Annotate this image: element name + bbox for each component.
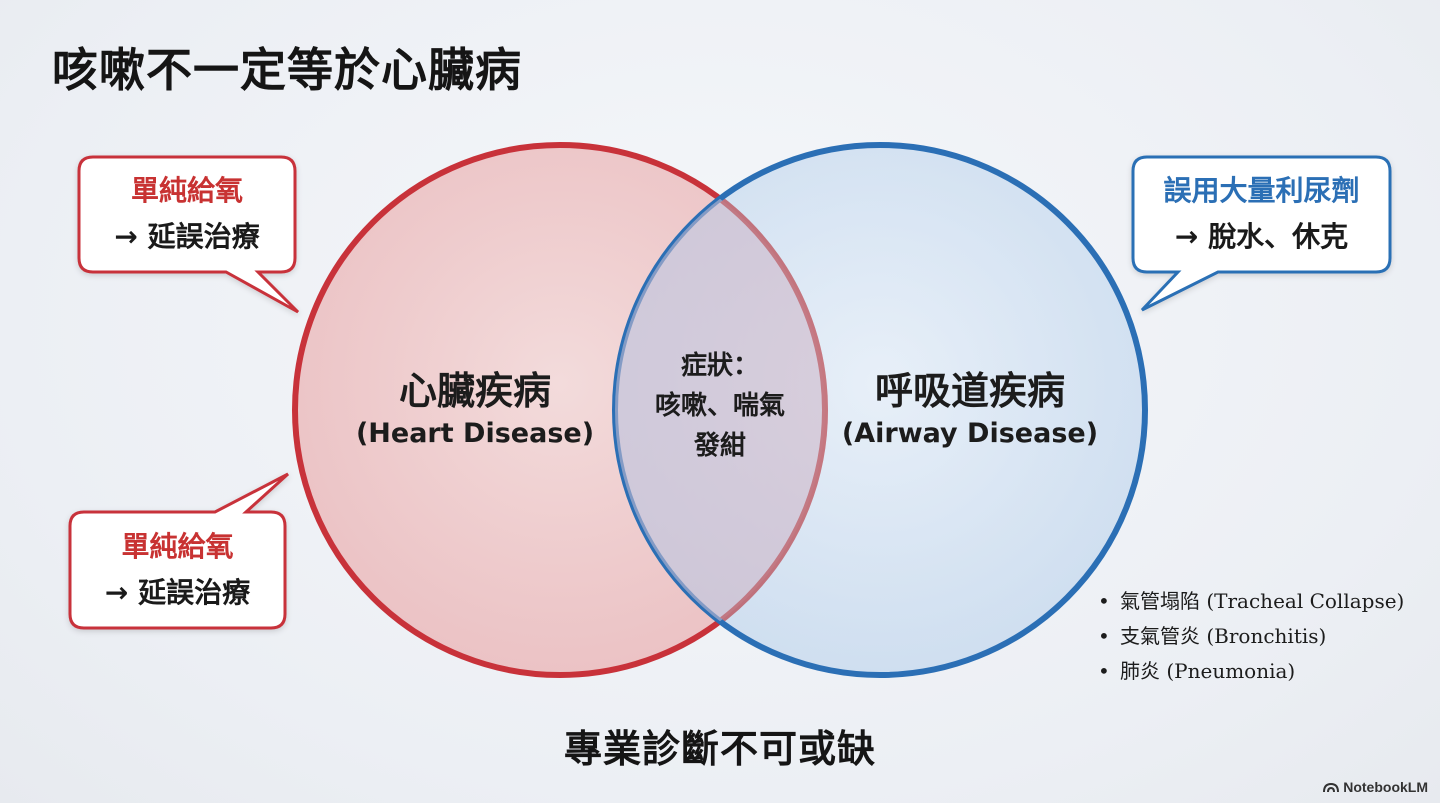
heart-disease-subtitle: (Heart Disease) [355,418,595,449]
callout-top-left: 單純給氧 → 延誤治療 [79,168,295,260]
brand-name: NotebookLM [1343,779,1428,795]
airway-disease-label: 呼吸道疾病 (Airway Disease) [820,368,1120,454]
callout-top-right-bubble [1131,155,1392,312]
callout-top-left-line1: 單純給氧 [130,174,243,207]
airway-disease-subtitle: (Airway Disease) [841,418,1099,449]
overlap-region [615,145,825,675]
callout-top-right-line1: 誤用大量利尿劑 [1163,174,1360,207]
callout-bottom-left-line2: → 延誤治療 [104,576,251,609]
airway-disease-title: 呼吸道疾病 [874,369,1065,413]
bullet-icon: • [1098,659,1110,683]
callout-top-right-line2: → 脫水、休克 [1174,220,1349,253]
overlap-line-3: 發紺 [693,431,746,461]
list-item: •支氣管炎 (Bronchitis) [1098,619,1404,654]
callout-top-right: 誤用大量利尿劑 → 脫水、休克 [1133,168,1390,260]
airway-examples-list: •氣管塌陷 (Tracheal Collapse) •支氣管炎 (Bronchi… [1098,584,1404,689]
bottom-conclusion: 專業診斷不可或缺 [563,727,876,771]
brand-watermark: NotebookLM [1323,779,1428,795]
notebooklm-logo-icon [1323,782,1340,793]
callout-top-left-line2: → 延誤治療 [114,220,260,253]
callout-bottom-left-bubble [68,472,290,630]
overlap-line-2: 咳嗽、喘氣 [654,391,785,421]
bullet-icon: • [1098,624,1110,648]
heart-disease-title: 心臟疾病 [398,369,551,413]
overlap-line-1: 症狀： [680,351,759,381]
heart-disease-label: 心臟疾病 (Heart Disease) [330,368,620,454]
overlap-symptoms: 症狀： 咳嗽、喘氣 發紺 [630,346,810,466]
list-item: •肺炎 (Pneumonia) [1098,654,1404,689]
bullet-icon: • [1098,589,1110,613]
callout-bottom-left: 單純給氧 → 延誤治療 [70,524,285,616]
page-title: 咳嗽不一定等於心臟病 [52,43,522,97]
callout-bottom-left-line1: 單純給氧 [121,530,234,563]
list-item: •氣管塌陷 (Tracheal Collapse) [1098,584,1404,619]
callout-top-left-bubble [77,155,300,314]
